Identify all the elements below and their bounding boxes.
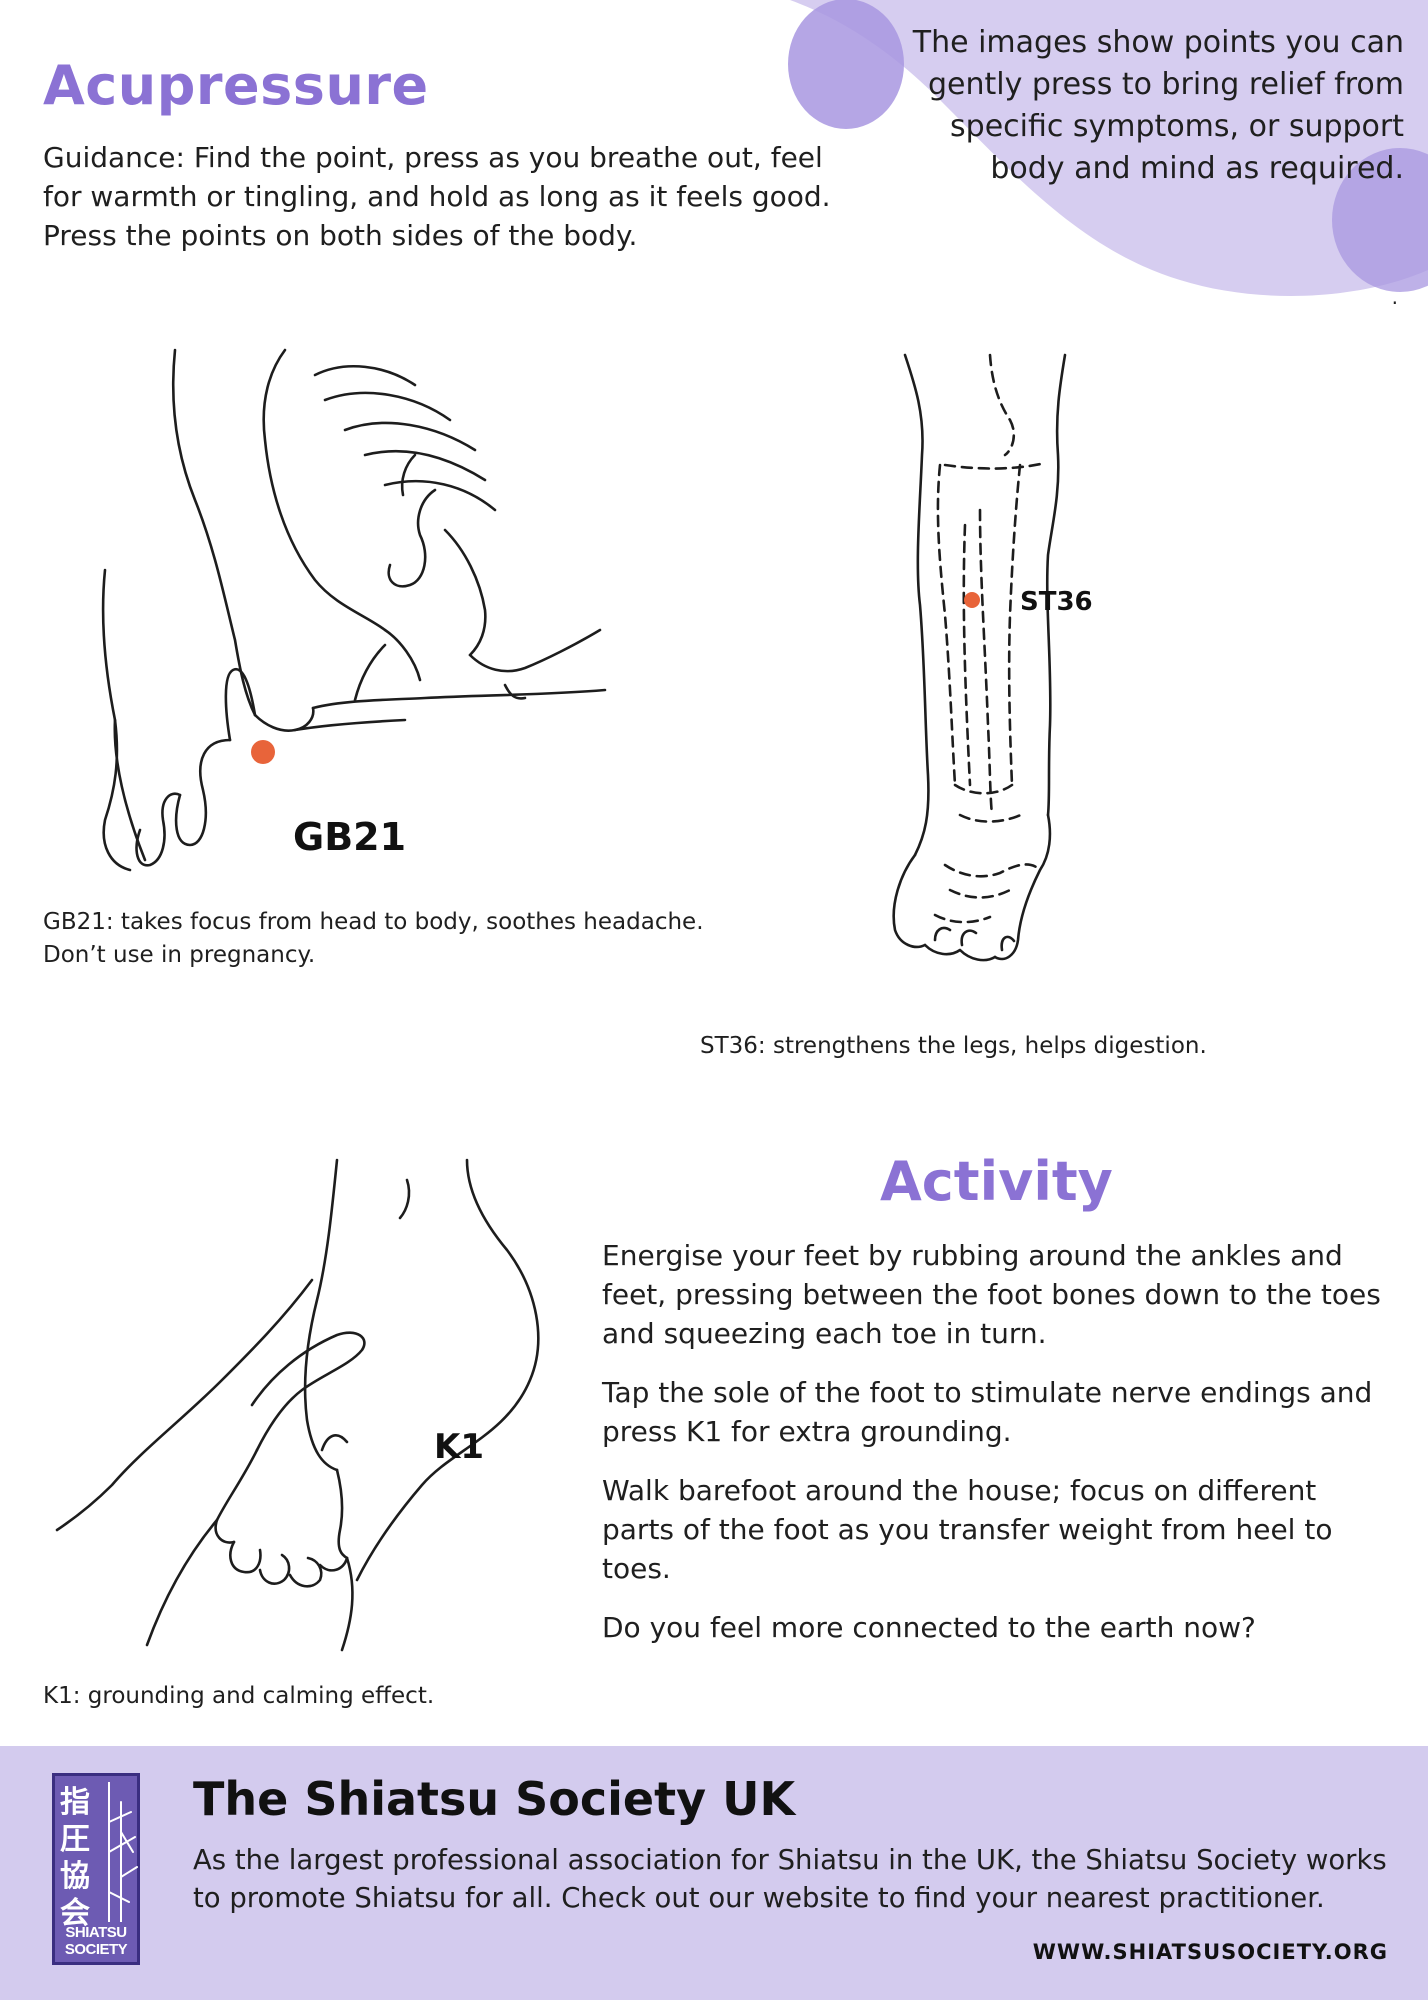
logo-kanji: 指 圧 協 会	[60, 1784, 104, 1932]
st36-illustration: ST36	[892, 353, 1093, 962]
activity-paragraph: Walk barefoot around the house; focus on…	[602, 1474, 1333, 1585]
gb21-point-marker	[251, 740, 275, 764]
k1-illustration: K1	[55, 1158, 540, 1652]
logo-wordmark: SHIATSU SOCIETY	[55, 1924, 137, 1958]
activity-paragraph: Energise your feet by rubbing around the…	[602, 1239, 1381, 1350]
org-description: As the largest professional association …	[193, 1844, 1387, 1914]
page-title: Acupressure	[43, 54, 429, 117]
website-link[interactable]: WWW.SHIATSUSOCIETY.ORG	[1032, 1940, 1388, 1964]
st36-point-marker	[964, 592, 980, 608]
logo-kanji-char: 会	[60, 1896, 90, 1931]
bamboo-icon	[108, 1782, 138, 1922]
gb21-label: GB21	[293, 815, 406, 859]
logo-kanji-char: 圧	[60, 1822, 90, 1857]
activity-paragraph: Tap the sole of the foot to stimulate ne…	[602, 1376, 1373, 1448]
guidance-text: Guidance: Find the point, press as you b…	[43, 141, 831, 252]
intro-text: The images show points you can gently pr…	[912, 25, 1404, 186]
stray-mark: .	[1391, 285, 1398, 309]
footer-band	[0, 1746, 1428, 2000]
activity-paragraph: Do you feel more connected to the earth …	[602, 1611, 1256, 1644]
header-decorative-blob	[788, 0, 1428, 297]
activity-body: Energise your feet by rubbing around the…	[602, 1236, 1392, 1667]
k1-label: K1	[434, 1427, 484, 1467]
logo-wordmark-line: SOCIETY	[64, 1941, 128, 1958]
activity-title: Activity	[880, 1150, 1113, 1213]
st36-label: ST36	[1020, 587, 1093, 617]
org-name: The Shiatsu Society UK	[193, 1772, 796, 1826]
gb21-caption-line: Don’t use in pregnancy.	[43, 942, 316, 968]
st36-caption: ST36: strengthens the legs, helps digest…	[700, 1033, 1207, 1059]
shiatsu-society-logo: 指 圧 協 会 SHIATSU SOCIETY	[52, 1773, 140, 1965]
gb21-illustration: GB21	[101, 348, 607, 872]
logo-wordmark-line: SHIATSU	[65, 1924, 127, 1941]
gb21-caption: GB21: takes focus from head to body, soo…	[43, 906, 743, 972]
logo-kanji-char: 協	[60, 1859, 90, 1894]
gb21-caption-line: GB21: takes focus from head to body, soo…	[43, 909, 704, 935]
logo-kanji-char: 指	[60, 1785, 90, 1820]
k1-caption: K1: grounding and calming effect.	[43, 1683, 435, 1709]
